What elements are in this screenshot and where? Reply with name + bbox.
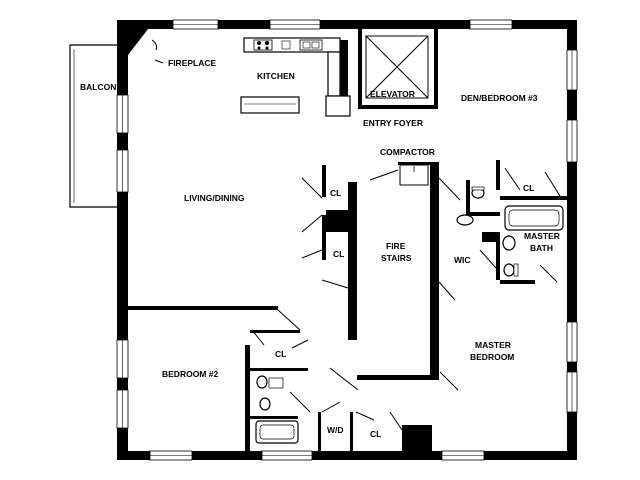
kitchen-counters bbox=[240, 37, 351, 117]
label-closet-bottom: CL bbox=[370, 429, 382, 439]
balcony bbox=[69, 44, 122, 208]
label-compactor: COMPACTOR bbox=[380, 147, 435, 157]
windows bbox=[116, 19, 578, 461]
label-kitchen: KITCHEN bbox=[257, 71, 295, 81]
elevator-shaft bbox=[365, 35, 429, 99]
label-master-bedroom-line2: BEDROOM bbox=[470, 352, 515, 362]
label-entry-foyer: ENTRY FOYER bbox=[363, 118, 423, 128]
label-den-bedroom-3: DEN/BEDROOM #3 bbox=[461, 93, 538, 103]
label-fireplace: FIREPLACE bbox=[168, 58, 217, 68]
exterior-walls bbox=[117, 20, 577, 460]
door-swings bbox=[251, 167, 561, 431]
label-bedroom-2: BEDROOM #2 bbox=[162, 369, 219, 379]
label-fire-stairs-line1: FIRE bbox=[386, 241, 406, 251]
label-wic: WIC bbox=[454, 255, 471, 265]
label-master-bedroom-line1: MASTER bbox=[475, 340, 511, 350]
label-closet-master-bath: CL bbox=[523, 183, 535, 193]
label-elevator: ELEVATOR bbox=[370, 89, 415, 99]
label-balcony: BALCONY bbox=[80, 82, 123, 92]
label-living-dining: LIVING/DINING bbox=[184, 193, 245, 203]
label-master-bath-line2: BATH bbox=[530, 243, 553, 253]
label-closet-middle: CL bbox=[333, 249, 345, 259]
fireplace-icon bbox=[128, 29, 164, 64]
label-master-bath-line1: MASTER bbox=[524, 231, 560, 241]
label-closet-bedroom-2: CL bbox=[275, 349, 287, 359]
label-fire-stairs-line2: STAIRS bbox=[381, 253, 412, 263]
label-washer-dryer: W/D bbox=[327, 425, 344, 435]
interior-walls bbox=[128, 29, 567, 451]
label-closet-upper: CL bbox=[330, 188, 342, 198]
bathroom-fixtures bbox=[255, 164, 564, 444]
